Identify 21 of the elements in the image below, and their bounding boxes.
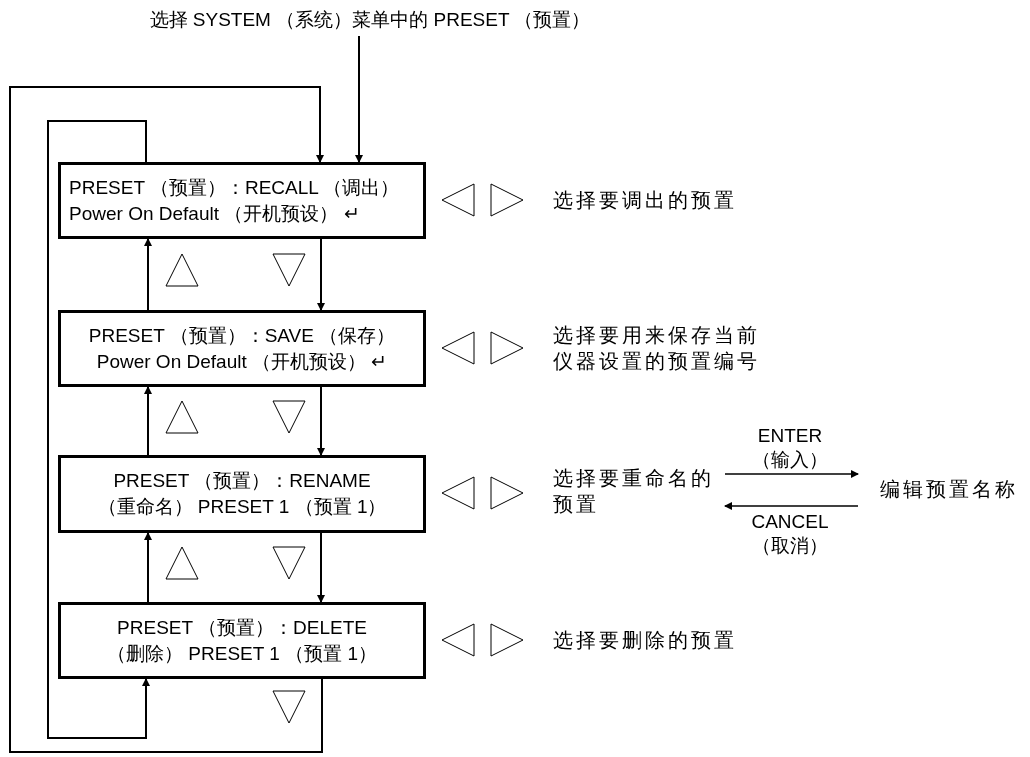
instruction-text: 选择 SYSTEM （系统）菜单中的 PRESET （预置） (110, 6, 630, 36)
description-text: 编辑预置名称 (858, 476, 1030, 504)
menu-box: PRESET （预置）：DELETE （删除） PRESET 1 （预置 1） (58, 602, 426, 679)
description-text: 选择要调出的预置 (553, 188, 738, 213)
arrow (724, 470, 859, 478)
arrow (724, 502, 859, 510)
arrow (317, 386, 325, 456)
menu-box: PRESET （预置）：RECALL （调出） Power On Default （开机预设） ↵ (58, 162, 426, 239)
arrow (144, 238, 152, 311)
arrow (355, 35, 363, 163)
description-text: 选择要用来保存当前仪器设置的预置编号 (553, 323, 761, 374)
description-text: 选择要删除的预置 (553, 628, 738, 653)
menu-box: PRESET （预置）：RENAME （重命名） PRESET 1 （预置 1） (58, 455, 426, 533)
arrow (144, 386, 152, 456)
description-text: 选择要重命名的预置 (553, 465, 725, 519)
arrow (47, 120, 150, 739)
arrow (144, 532, 152, 603)
arrow (317, 238, 325, 311)
menu-box: PRESET （预置）：SAVE （保存） Power On Default （开机预设） ↵ (58, 310, 426, 387)
arrow (9, 86, 324, 753)
arrow (317, 532, 325, 603)
